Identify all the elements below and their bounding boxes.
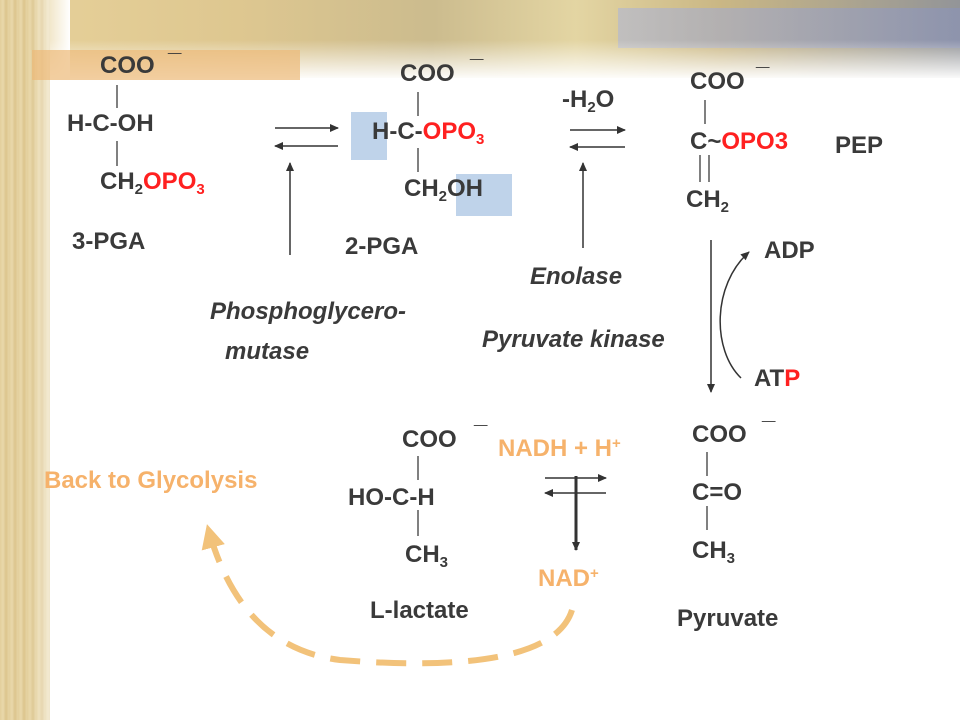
lactate-label: L-lactate bbox=[370, 597, 469, 624]
lactate-middle: HO-C-H bbox=[348, 484, 435, 511]
lactate-charge: _ bbox=[474, 402, 488, 429]
pga2-charge: _ bbox=[470, 36, 484, 63]
pyruvate-carboxyl: COO bbox=[692, 421, 747, 448]
adp-atp-curve bbox=[719, 251, 750, 379]
dehydration-label: -H2O bbox=[562, 86, 615, 116]
pga3-bottom: CH2OPO3 bbox=[100, 168, 205, 198]
pep-middle: C~OPO3 bbox=[690, 128, 789, 155]
pep-label: PEP bbox=[835, 132, 884, 159]
atp-label: ATP bbox=[754, 365, 801, 392]
lactate-bottom: CH3 bbox=[405, 541, 449, 571]
pga3-middle: H-C-OH bbox=[67, 110, 154, 137]
lactate-carboxyl: COO bbox=[402, 426, 457, 453]
nad-label: NAD+ bbox=[538, 565, 599, 592]
pyruvate-bottom: CH3 bbox=[692, 537, 736, 567]
enzyme-enolase: Enolase bbox=[530, 263, 623, 290]
pyruvate-label: Pyruvate bbox=[677, 605, 779, 632]
nadh-label: NADH + H+ bbox=[498, 435, 621, 462]
back-to-glycolysis-label: Back to Glycolysis bbox=[44, 467, 258, 494]
enzyme-mutase-line1: Phosphoglycero- bbox=[210, 298, 407, 325]
pga2-bottom: CH2OH bbox=[404, 175, 484, 205]
pga3-label: 3-PGA bbox=[72, 228, 146, 255]
left-strip-fade bbox=[30, 0, 70, 720]
pga3-carboxyl: COO bbox=[100, 52, 155, 79]
enzyme-mutase-line2: mutase bbox=[225, 338, 310, 365]
pep-charge: _ bbox=[756, 44, 770, 71]
pga2-middle: H-C-OPO3 bbox=[372, 118, 485, 148]
adp-label: ADP bbox=[764, 237, 815, 264]
enzyme-pyruvate-kinase: Pyruvate kinase bbox=[482, 326, 665, 353]
header-orange-accent bbox=[32, 50, 300, 80]
pga2-carboxyl: COO bbox=[400, 60, 455, 87]
pep-carboxyl: COO bbox=[690, 68, 745, 95]
pep-bottom: CH2 bbox=[686, 186, 730, 216]
back-to-glycolysis-arrow bbox=[201, 524, 575, 667]
pga2-label: 2-PGA bbox=[345, 233, 419, 260]
highlight-oh-group bbox=[456, 174, 512, 216]
pyruvate-charge: _ bbox=[762, 398, 776, 425]
highlight-h-atom bbox=[351, 112, 387, 160]
pyruvate-middle: C=O bbox=[692, 479, 743, 506]
pga3-charge: _ bbox=[168, 30, 182, 57]
